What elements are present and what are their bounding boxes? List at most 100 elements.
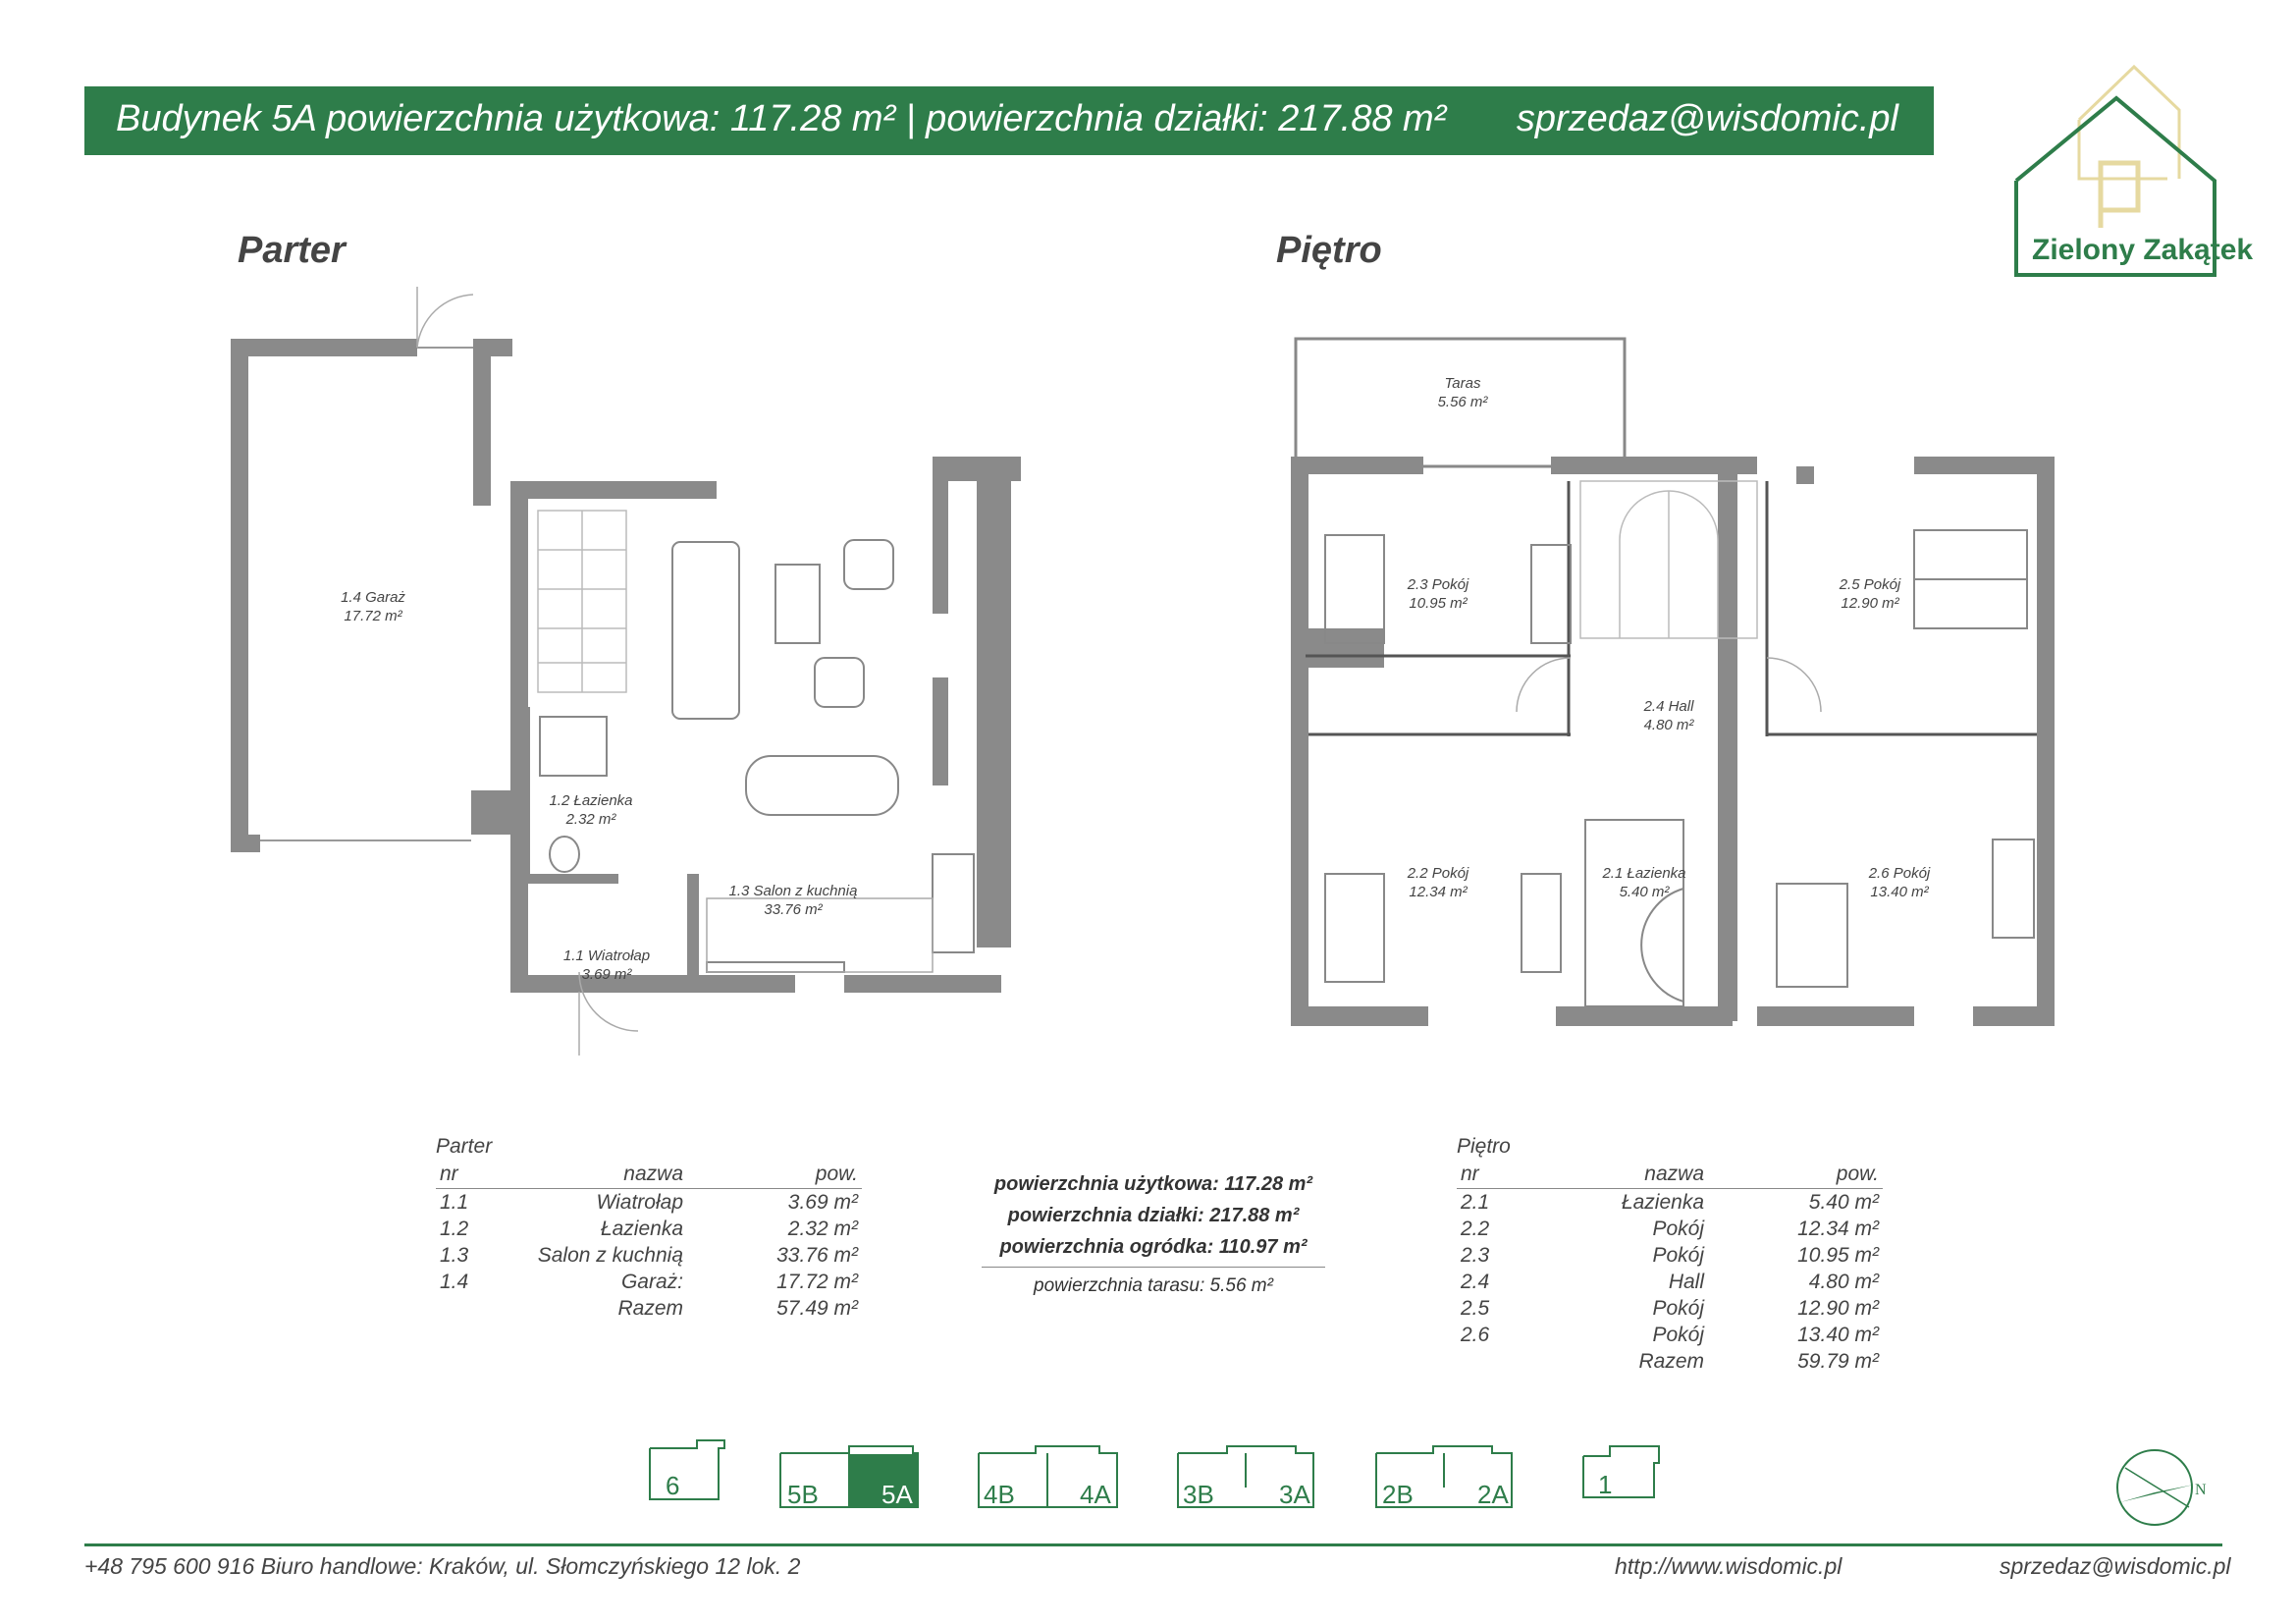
cell: Razem: [1638, 1350, 1704, 1373]
cell: 1.1: [440, 1191, 469, 1214]
compass-north-label: N: [2195, 1482, 2207, 1498]
unit-label[interactable]: 2A: [1477, 1480, 1509, 1509]
cell: 59.79 m²: [1797, 1350, 1879, 1373]
cell: Salon z kuchnią: [537, 1244, 683, 1267]
col-header: pow.: [1708, 1163, 1883, 1189]
table-row: 2.1 Łazienka 5.40 m²: [1457, 1189, 1883, 1217]
header-bar: Budynek 5A powierzchnia użytkowa: 117.28…: [84, 86, 1934, 155]
cell: [1457, 1348, 1533, 1375]
table-row: 2.2 Pokój 12.34 m²: [1457, 1216, 1883, 1242]
cell: 10.95 m²: [1797, 1244, 1879, 1267]
ground-floor-title: Parter: [238, 230, 346, 271]
cell: 2.5: [1461, 1297, 1490, 1320]
cell: 5.40 m²: [1808, 1191, 1879, 1214]
cell: 12.90 m²: [1797, 1297, 1879, 1320]
summary-garden-area: powierzchnia ogródka: 110.97 m²: [999, 1236, 1308, 1258]
col-header: nr: [1457, 1163, 1533, 1189]
cell: Łazienka: [1621, 1191, 1704, 1214]
cell: Pokój: [1652, 1297, 1704, 1320]
cell: 13.40 m²: [1797, 1324, 1879, 1346]
ground-area-table: Parter nr nazwa pow. 1.1 Wiatrołap 3.69 …: [436, 1135, 862, 1322]
room-label: 2.6 Pokój: [1868, 865, 1931, 882]
unit-label[interactable]: 5B: [787, 1480, 819, 1509]
table-row: 1.4 Garaż: 17.72 m²: [436, 1269, 862, 1295]
unit-label[interactable]: 4B: [984, 1480, 1015, 1509]
table-row: 2.6 Pokój 13.40 m²: [1457, 1322, 1883, 1348]
table-row: 2.5 Pokój 12.90 m²: [1457, 1295, 1883, 1322]
unit-label[interactable]: 1: [1598, 1470, 1612, 1499]
logo-house-icon: [2014, 64, 2216, 277]
summary-usable-area: powierzchnia użytkowa: 117.28 m²: [993, 1173, 1313, 1195]
room-area: 3.69 m²: [582, 966, 633, 983]
site-map: 6 5B 5A 4B 4A 3B 3A 2B 2A 1: [649, 1439, 1660, 1509]
unit-label[interactable]: 3A: [1279, 1480, 1310, 1509]
logo-text: Zielony Zakątek: [2032, 234, 2254, 266]
stairs: [1579, 480, 1758, 639]
footer-website[interactable]: http://www.wisdomic.pl: [1615, 1553, 1842, 1579]
unit-label[interactable]: 3B: [1183, 1480, 1214, 1509]
footer-email[interactable]: sprzedaz@wisdomic.pl: [2000, 1553, 2231, 1579]
unit-label[interactable]: 2B: [1382, 1480, 1414, 1509]
cell: 4.80 m²: [1808, 1271, 1879, 1293]
cell: 3.69 m²: [787, 1191, 858, 1214]
cell: 2.6: [1461, 1324, 1490, 1346]
room-area: 33.76 m²: [764, 901, 823, 918]
ground-floor-plan: 1.4 Garaż 17.72 m² 1.2 Łazienka 2.32 m² …: [231, 287, 1021, 1056]
cell: Pokój: [1652, 1324, 1704, 1346]
room-label: 1.1 Wiatrołap: [563, 947, 650, 964]
room-label: 2.5 Pokój: [1839, 576, 1901, 593]
table-row: 1.3 Salon z kuchnią 33.76 m²: [436, 1242, 862, 1269]
table-row: 1.1 Wiatrołap 3.69 m²: [436, 1189, 862, 1217]
unit-label[interactable]: 4A: [1080, 1480, 1111, 1509]
compass-icon: N: [2116, 1449, 2207, 1526]
cell: 2.2: [1461, 1218, 1490, 1240]
cell: 2.3: [1461, 1244, 1490, 1267]
room-area: 10.95 m²: [1409, 595, 1468, 612]
table-row: Razem 59.79 m²: [1457, 1348, 1883, 1375]
header-title: Budynek 5A powierzchnia użytkowa: 117.28…: [116, 98, 1447, 139]
cell: [436, 1295, 512, 1322]
table-caption: Piętro: [1457, 1135, 1511, 1158]
table-row: Razem 57.49 m²: [436, 1295, 862, 1322]
stairs: [537, 510, 627, 693]
cell: 1.4: [440, 1271, 469, 1293]
col-header: nazwa: [512, 1163, 687, 1189]
upper-floor-title: Piętro: [1276, 230, 1382, 271]
table-row: 2.4 Hall 4.80 m²: [1457, 1269, 1883, 1295]
room-area: 5.40 m²: [1620, 884, 1671, 900]
room-area: 12.34 m²: [1409, 884, 1468, 900]
cell: Łazienka: [600, 1218, 683, 1240]
room-area: 12.90 m²: [1841, 595, 1899, 612]
cell: 17.72 m²: [776, 1271, 858, 1293]
room-label: 2.2 Pokój: [1407, 865, 1469, 882]
col-header: nazwa: [1533, 1163, 1708, 1189]
cell: 57.49 m²: [776, 1297, 858, 1320]
table-row: 2.3 Pokój 10.95 m²: [1457, 1242, 1883, 1269]
cell: 2.32 m²: [787, 1218, 858, 1240]
unit-label[interactable]: 6: [666, 1471, 679, 1500]
cell: Razem: [617, 1297, 683, 1320]
room-label: 1.3 Salon z kuchnią: [729, 883, 858, 899]
col-header: nr: [436, 1163, 512, 1189]
room-area: 4.80 m²: [1644, 717, 1695, 733]
cell: Wiatrołap: [596, 1191, 683, 1214]
room-label: Taras: [1445, 375, 1481, 392]
cell: 2.4: [1461, 1271, 1490, 1293]
cell: 2.1: [1461, 1191, 1490, 1214]
summary-terrace-area: powierzchnia tarasu: 5.56 m²: [982, 1267, 1325, 1297]
cell: 1.3: [440, 1244, 469, 1267]
cell: Garaż:: [620, 1271, 683, 1293]
room-area: 2.32 m²: [565, 811, 617, 828]
room-area: 13.40 m²: [1870, 884, 1929, 900]
room-area: 17.72 m²: [344, 608, 402, 624]
unit-label-selected[interactable]: 5A: [881, 1480, 913, 1509]
cell: 1.2: [440, 1218, 469, 1240]
area-summary: powierzchnia użytkowa: 117.28 m² powierz…: [982, 1168, 1325, 1297]
cell: Pokój: [1652, 1244, 1704, 1267]
cell: Hall: [1668, 1271, 1704, 1293]
header-email[interactable]: sprzedaz@wisdomic.pl: [1516, 98, 1898, 139]
footer-contact: +48 795 600 916 Biuro handlowe: Kraków, …: [84, 1553, 801, 1579]
upper-walls: [1291, 457, 2055, 1026]
table-caption: Parter: [436, 1135, 493, 1158]
ground-walls: [231, 339, 1021, 993]
